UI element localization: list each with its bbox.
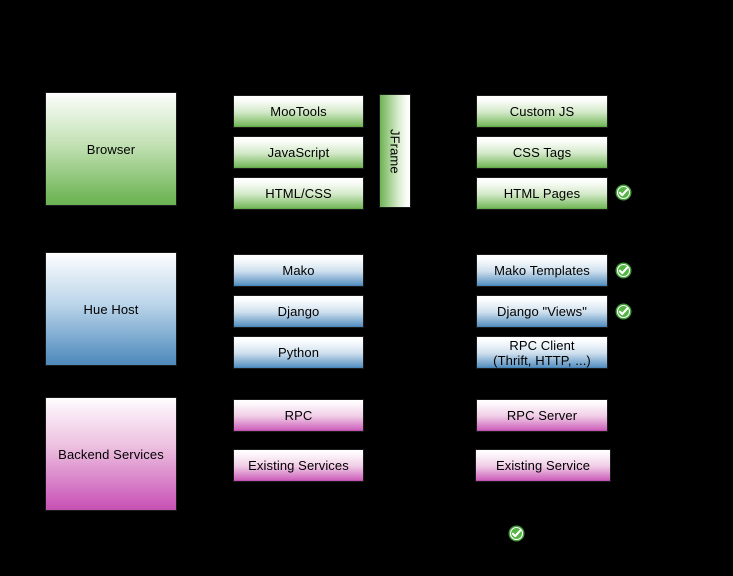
component-python[interactable]: Python xyxy=(233,336,364,369)
component-label-existing-services: Existing Services xyxy=(248,458,349,473)
artifact-css-tags[interactable]: CSS Tags xyxy=(476,136,608,169)
legend-check-circle-icon xyxy=(508,525,525,542)
artifact-label-django-views: Django "Views" xyxy=(497,304,587,319)
tier-label-browser: Browser xyxy=(86,141,136,157)
component-django[interactable]: Django xyxy=(233,295,364,328)
component-html-css[interactable]: HTML/CSS xyxy=(233,177,364,210)
component-label-mootools: MooTools xyxy=(270,104,327,119)
tier-box-hue-host[interactable]: Hue Host xyxy=(45,252,177,366)
tier-label-backend-services: Backend Services xyxy=(58,446,164,462)
artifact-mako-templates[interactable]: Mako Templates xyxy=(476,254,608,287)
artifact-label-mako-templates: Mako Templates xyxy=(494,263,590,278)
component-mootools[interactable]: MooTools xyxy=(233,95,364,128)
artifact-label-rpc-server: RPC Server xyxy=(506,408,578,423)
tier-box-backend-services[interactable]: Backend Services xyxy=(45,397,177,511)
component-existing-services[interactable]: Existing Services xyxy=(233,449,364,482)
component-mako[interactable]: Mako xyxy=(233,254,364,287)
artifact-custom-js[interactable]: Custom JS xyxy=(476,95,608,128)
component-label-javascript: JavaScript xyxy=(267,145,330,160)
component-label-rpc: RPC xyxy=(284,408,313,423)
artifact-label-html-pages: HTML Pages xyxy=(503,186,581,201)
artifact-label-rpc-client: RPC Client (Thrift, HTTP, ...) xyxy=(493,337,591,368)
tier-box-browser[interactable]: Browser xyxy=(45,92,177,206)
check-circle-icon xyxy=(615,262,632,279)
container-jframe[interactable]: JFrame xyxy=(379,94,411,208)
artifact-rpc-server[interactable]: RPC Server xyxy=(476,399,608,432)
check-circle-icon xyxy=(615,303,632,320)
artifact-django-views[interactable]: Django "Views" xyxy=(476,295,608,328)
component-label-python: Python xyxy=(277,345,320,360)
artifact-label-css-tags: CSS Tags xyxy=(512,145,572,160)
component-javascript[interactable]: JavaScript xyxy=(233,136,364,169)
component-rpc[interactable]: RPC xyxy=(233,399,364,432)
component-label-html-css: HTML/CSS xyxy=(265,186,332,201)
artifact-existing-service[interactable]: Existing Service xyxy=(475,449,611,482)
tier-label-hue-host: Hue Host xyxy=(83,301,139,317)
check-circle-icon xyxy=(615,184,632,201)
component-label-mako: Mako xyxy=(282,263,315,278)
container-label-jframe: JFrame xyxy=(387,128,403,174)
artifact-label-existing-service: Existing Service xyxy=(495,458,591,473)
artifact-html-pages[interactable]: HTML Pages xyxy=(476,177,608,210)
artifact-label-custom-js: Custom JS xyxy=(509,104,575,119)
component-label-django: Django xyxy=(277,304,320,319)
artifact-rpc-client[interactable]: RPC Client (Thrift, HTTP, ...) xyxy=(476,336,608,369)
